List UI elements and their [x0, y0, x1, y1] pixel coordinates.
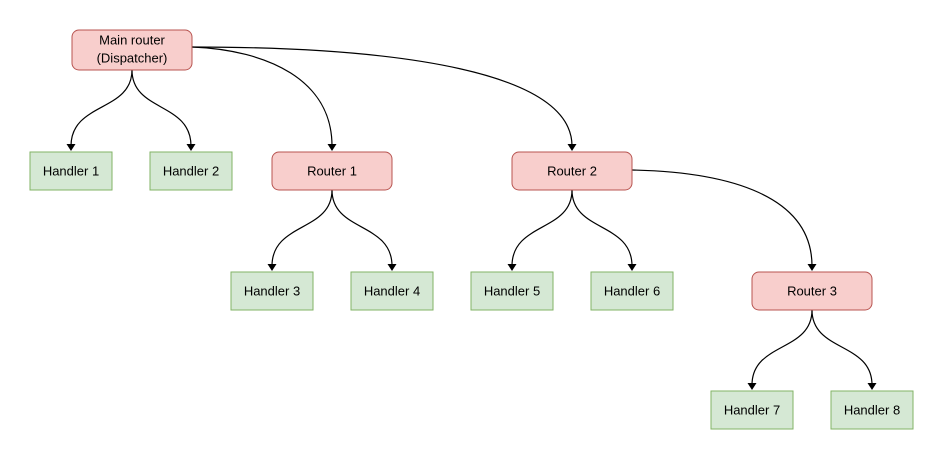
edge-line: [331, 189, 393, 267]
edge-arrowhead: [567, 144, 577, 151]
nodes-layer: Main router(Dispatcher) Handler 1 Handler …: [29, 29, 914, 430]
edge-line: [70, 69, 133, 147]
edge-line: [271, 189, 333, 267]
router-box[interactable]: [71, 29, 193, 71]
handler-box[interactable]: [230, 271, 314, 311]
handler-box[interactable]: [29, 151, 113, 191]
edge-line: [511, 189, 573, 267]
handler-box[interactable]: [350, 271, 434, 311]
router-box[interactable]: [751, 271, 873, 311]
edge-arrowhead: [387, 264, 397, 271]
edge-arrowhead: [327, 144, 337, 151]
node-handler-1[interactable]: Handler 1: [29, 151, 113, 191]
edge-router-2-to-handler-6: [571, 189, 637, 271]
handler-box[interactable]: [710, 390, 794, 430]
handler-box[interactable]: [149, 151, 233, 191]
node-handler-8[interactable]: Handler 8: [830, 390, 914, 430]
edge-line: [811, 309, 873, 386]
node-handler-5[interactable]: Handler 5: [470, 271, 554, 311]
node-handler-6[interactable]: Handler 6: [590, 271, 674, 311]
edge-main-router-to-router-1: [191, 46, 337, 151]
node-router-3[interactable]: Router 3: [751, 271, 873, 311]
edges-layer: [66, 46, 877, 390]
edge-main-router-to-handler-2: [131, 69, 196, 151]
handler-box[interactable]: [590, 271, 674, 311]
edge-arrowhead: [747, 383, 757, 390]
edge-line: [631, 169, 813, 267]
edge-arrowhead: [867, 383, 877, 390]
edge-arrowhead: [186, 144, 196, 151]
edge-line: [131, 69, 192, 147]
edge-line: [571, 189, 633, 267]
edge-router-2-to-handler-5: [507, 189, 573, 271]
edge-router-3-to-handler-7: [747, 309, 813, 390]
node-router-1[interactable]: Router 1: [271, 151, 393, 191]
edge-router-3-to-handler-8: [811, 309, 877, 390]
node-handler-2[interactable]: Handler 2: [149, 151, 233, 191]
handler-box[interactable]: [830, 390, 914, 430]
node-handler-3[interactable]: Handler 3: [230, 271, 314, 311]
edge-arrowhead: [507, 264, 517, 271]
edge-router-2-to-router-3: [631, 169, 817, 271]
edge-arrowhead: [66, 144, 76, 151]
node-handler-7[interactable]: Handler 7: [710, 390, 794, 430]
edge-router-1-to-handler-4: [331, 189, 397, 271]
edge-line: [191, 46, 573, 147]
edge-router-1-to-handler-3: [267, 189, 333, 271]
edge-line: [751, 309, 813, 386]
edge-arrowhead: [807, 264, 817, 271]
edge-arrowhead: [267, 264, 277, 271]
router-box[interactable]: [271, 151, 393, 191]
handler-box[interactable]: [470, 271, 554, 311]
edge-main-router-to-router-2: [191, 46, 577, 151]
edge-main-router-to-handler-1: [66, 69, 133, 151]
node-main-router[interactable]: Main router(Dispatcher): [71, 29, 193, 71]
node-router-2[interactable]: Router 2: [511, 151, 633, 191]
router-box[interactable]: [511, 151, 633, 191]
node-handler-4[interactable]: Handler 4: [350, 271, 434, 311]
edge-arrowhead: [627, 264, 637, 271]
edge-line: [191, 46, 333, 147]
